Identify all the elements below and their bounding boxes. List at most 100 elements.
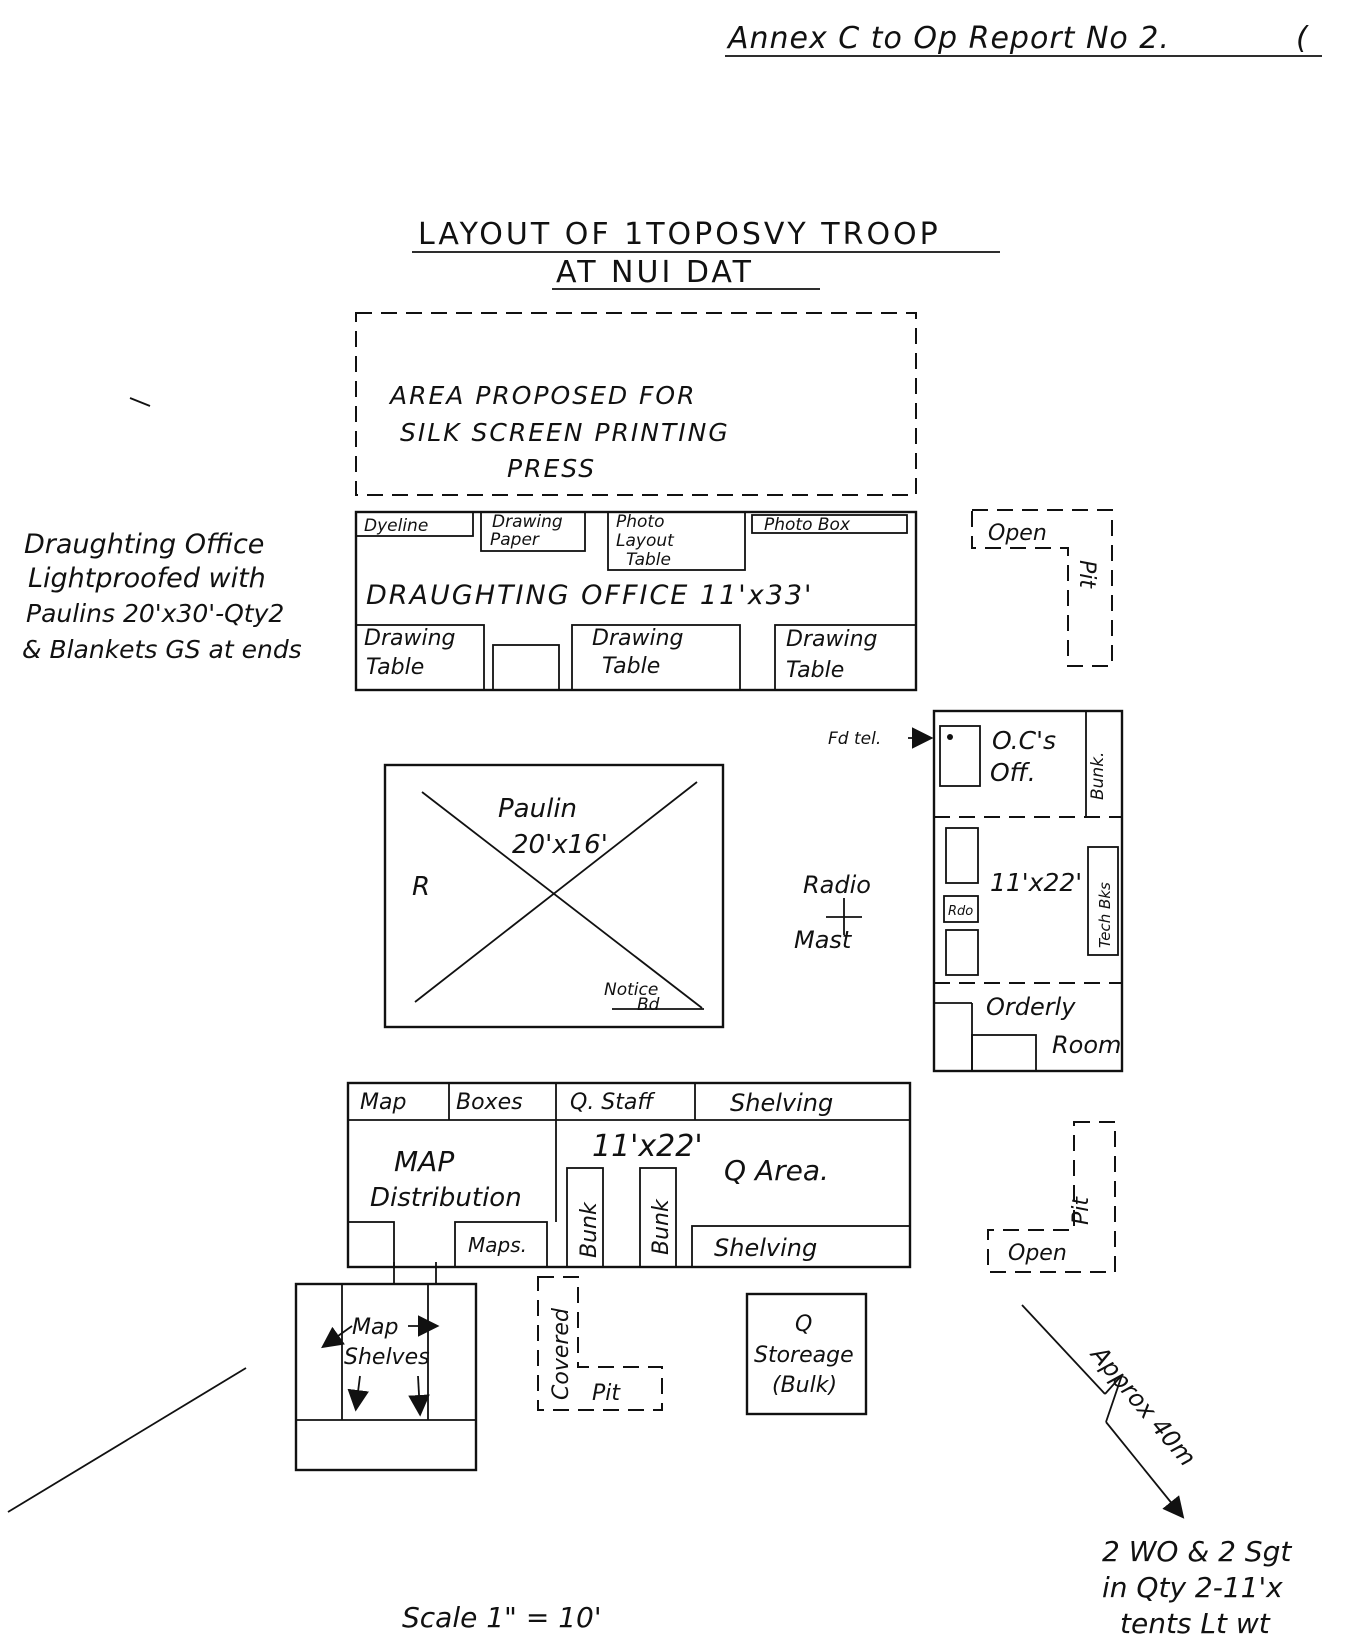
drawing-paper-label-2: Paper — [490, 530, 540, 550]
photo-layout-label-2: Layout — [616, 531, 675, 551]
paulin-label-2: 20'x16' — [512, 830, 608, 860]
stray-mark — [129, 397, 151, 407]
proposed-area-line-2: SILK SCREEN PRINTING — [400, 418, 730, 447]
oc-block: Fd tel. Bunk. O.C's Off. Rdo 11'x22' Tec… — [828, 709, 1124, 1073]
paulin-area: Paulin 20'x16' R Notice Bd — [383, 763, 725, 1029]
draughting-note-line-1: Draughting Office — [24, 529, 264, 560]
q-area-label: Q Area. — [724, 1154, 829, 1187]
proposed-area-line-3: PRESS — [507, 454, 596, 483]
oc-cabinet-2 — [945, 929, 979, 976]
fd-tel-label: Fd tel. — [828, 729, 881, 749]
q-storage-label-1: Q — [795, 1312, 812, 1337]
open-pit-upper-pit-label: Pit — [1074, 560, 1099, 589]
fd-tel-marker — [947, 734, 953, 740]
annex-header-text: Annex C to Op Report No 2. — [726, 21, 1170, 56]
open-pit-upper-open-label: Open — [988, 521, 1047, 546]
proposed-area-outline — [355, 312, 917, 496]
drawing-table-3-label-b: Table — [786, 658, 844, 683]
annex-header-fragment: ( — [1296, 21, 1309, 56]
radio-mast-label-2: Mast — [794, 926, 853, 954]
map-shelves-label-1: Map — [352, 1315, 398, 1340]
draughting-cabinet — [492, 644, 560, 691]
approx-arrow-upper — [1021, 1304, 1106, 1395]
q-storage-outline — [745, 1292, 868, 1416]
bunk-2 — [639, 1167, 677, 1268]
wo-note: 2 WO & 2 Sgt in Qty 2-11'x tents Lt wt — [1102, 1535, 1292, 1640]
annex-header: Annex C to Op Report No 2. ( — [725, 21, 1322, 57]
oc-size-label: 11'x22' — [990, 868, 1082, 897]
maps-label: Maps. — [468, 1233, 527, 1257]
map-distribution-label-2: Distribution — [370, 1183, 522, 1213]
paulin-diagonal-1 — [421, 791, 703, 1009]
paulin-label-1: Paulin — [498, 794, 577, 824]
approx-label: Approx 40m — [1084, 1339, 1201, 1471]
scale-label: Scale 1" = 10' — [402, 1601, 602, 1634]
bunk-2-label: Bunk — [649, 1198, 674, 1255]
open-pit-lower-open-label: Open — [1008, 1241, 1067, 1266]
q-boxes-label: Boxes — [456, 1090, 523, 1115]
photo-layout-label-1: Photo — [616, 512, 665, 532]
title: LAYOUT OF 1TOPOSVY TROOP AT NUI DAT — [412, 217, 1000, 290]
map-shelves-arrow-down-1 — [347, 1375, 369, 1412]
wo-note-line-2: in Qty 2-11'x — [1102, 1571, 1283, 1604]
rdo-box — [943, 895, 979, 923]
q-staff-label: Q. Staff — [570, 1090, 655, 1115]
drawing-table-1-label-b: Table — [366, 655, 424, 680]
q-storage-label-2: Storeage — [754, 1343, 854, 1368]
bunk-1-label: Bunk — [577, 1201, 602, 1258]
approx-distance: Approx 40m — [1021, 1304, 1201, 1519]
covered-pit-outline — [537, 1276, 663, 1411]
q-shelving-bottom — [691, 1225, 911, 1268]
notice-board-label-2: Bd — [637, 995, 660, 1015]
photo-layout-table — [607, 511, 746, 571]
draughting-office-label: DRAUGHTING OFFICE 11'x33' — [366, 580, 813, 611]
oc-label-2: Off. — [990, 758, 1036, 787]
orderly-desk-2 — [971, 1034, 1037, 1072]
title-line-2: AT NUI DAT — [556, 255, 754, 290]
q-size-label: 11'x22' — [592, 1129, 703, 1164]
oc-label-1: O.C's — [992, 726, 1056, 755]
dyeline-label: Dyeline — [364, 516, 428, 536]
paulin-r-label: R — [412, 872, 430, 902]
draughting-note-line-2: Lightproofed with — [28, 563, 266, 594]
notice-board-label-1: Notice — [604, 980, 658, 1000]
oc-bunk-label: Bunk. — [1088, 752, 1108, 800]
wo-note-line-3: tents Lt wt — [1120, 1607, 1271, 1640]
paulin-diagonal-2 — [414, 781, 698, 1003]
open-pit-lower-outline — [987, 1121, 1116, 1273]
photo-box-label: Photo Box — [764, 515, 851, 535]
q-block-outline — [346, 1081, 912, 1269]
radio-mast-label-1: Radio — [803, 871, 871, 899]
proposed-silk-screen-area: AREA PROPOSED FOR SILK SCREEN PRINTING P… — [355, 312, 917, 496]
tech-bks-shelf — [1087, 846, 1119, 956]
q-shelving-bottom-label: Shelving — [714, 1234, 817, 1262]
map-shelves-label-2: Shelves — [344, 1345, 430, 1370]
draughting-note-line-4: & Blankets GS at ends — [22, 635, 302, 664]
q-cabinet — [347, 1221, 395, 1268]
draughting-office: Dyeline Drawing Paper Photo Layout Table… — [354, 510, 918, 692]
bunk-1 — [566, 1167, 604, 1268]
map-shelves-arrow-down-2 — [408, 1375, 430, 1417]
q-block: Map Boxes Q. Staff Shelving 11'x22' MAP … — [346, 1081, 912, 1269]
drawing-table-1 — [355, 624, 485, 691]
q-map-label: Map — [360, 1090, 406, 1115]
covered-pit-pit-label: Pit — [592, 1381, 621, 1406]
title-line-1: LAYOUT OF 1TOPOSVY TROOP — [418, 217, 941, 252]
orderly-label-2: Room — [1052, 1031, 1121, 1059]
open-pit-upper: Open Pit — [971, 509, 1113, 667]
photo-layout-label-3: Table — [626, 550, 671, 570]
open-pit-upper-outline — [971, 509, 1113, 667]
approx-arrow-break — [1104, 1374, 1123, 1423]
stray-diagonal-line — [7, 1367, 247, 1513]
covered-pit: Covered Pit — [537, 1276, 663, 1411]
paulin-outline — [383, 763, 725, 1029]
covered-pit-covered-label: Covered — [549, 1307, 574, 1400]
oc-desk — [939, 725, 981, 787]
photo-box — [751, 514, 908, 534]
drawing-table-2-label-b: Table — [602, 654, 660, 679]
radio-mast: Radio Mast — [794, 871, 871, 954]
drawing-table-2 — [571, 624, 741, 691]
dyeline-box — [355, 511, 474, 537]
wo-note-line-1: 2 WO & 2 Sgt — [1102, 1535, 1292, 1568]
drawing-paper-label-1: Drawing — [492, 512, 563, 532]
